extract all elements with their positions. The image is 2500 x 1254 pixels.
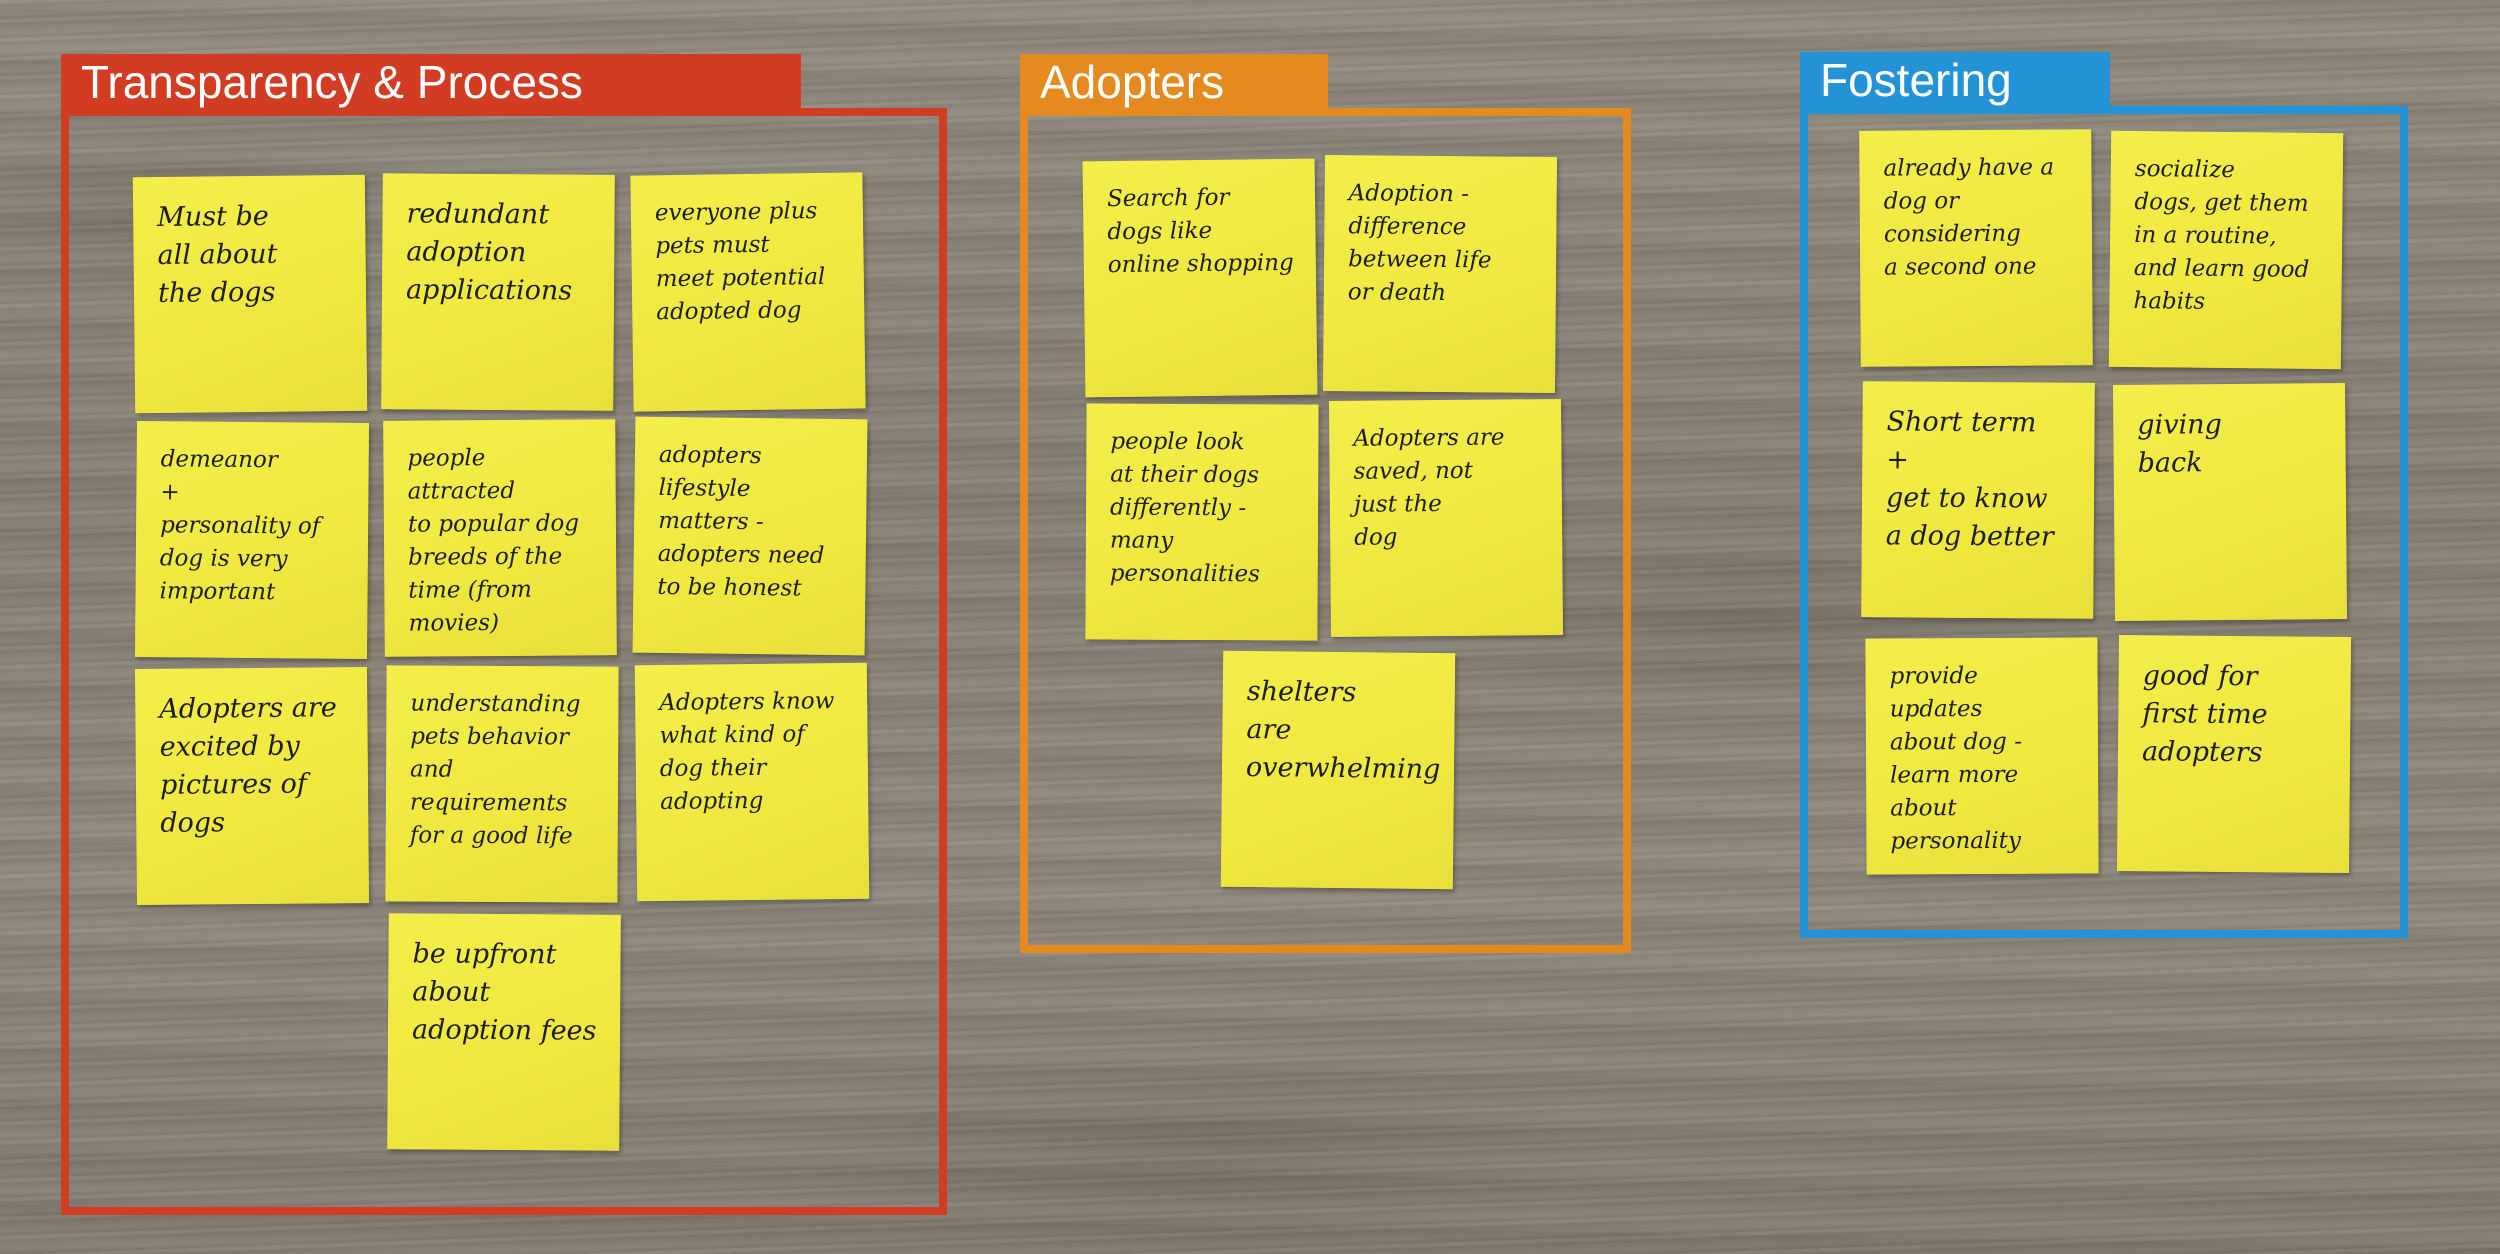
sticky-note-text: good for first time adopters bbox=[2141, 660, 2268, 769]
sticky-note-text: Must be all about the dogs bbox=[157, 200, 278, 309]
group-label-fostering: Fostering bbox=[1800, 52, 2110, 114]
sticky-note-text: giving back bbox=[2137, 409, 2222, 479]
sticky-note: giving back bbox=[2112, 382, 2348, 622]
sticky-note: Adopters know what kind of dog their ado… bbox=[634, 662, 870, 902]
sticky-note: Must be all about the dogs bbox=[132, 174, 368, 414]
sticky-note: Adoption - difference between life or de… bbox=[1322, 154, 1558, 394]
sticky-note-text: Adoption - difference between life or de… bbox=[1347, 180, 1492, 307]
sticky-note-text: provide updates about dog - learn more a… bbox=[1889, 663, 2023, 855]
sticky-note-text: demeanor + personality of dog is very im… bbox=[159, 446, 321, 606]
sticky-note: Search for dogs like online shopping bbox=[1082, 158, 1318, 398]
sticky-note: demeanor + personality of dog is very im… bbox=[134, 420, 370, 660]
sticky-note-text: understanding pets behavior and requirem… bbox=[409, 690, 581, 850]
sticky-note: people attracted to popular dog breeds o… bbox=[383, 419, 617, 657]
sticky-note-text: redundant adoption applications bbox=[405, 198, 573, 307]
group-label-adopters: Adopters bbox=[1020, 54, 1328, 116]
sticky-note-text: adopters lifestyle matters - adopters ne… bbox=[657, 441, 825, 602]
sticky-note: Short term + get to know a dog better bbox=[1861, 381, 2095, 619]
sticky-note: provide updates about dog - learn more a… bbox=[1865, 637, 2099, 875]
sticky-note: adopters lifestyle matters - adopters ne… bbox=[632, 416, 868, 656]
sticky-note: understanding pets behavior and requirem… bbox=[385, 665, 619, 903]
sticky-note: socialize dogs, get them in a routine, a… bbox=[2108, 130, 2344, 370]
sticky-note: Adopters are saved, not just the dog bbox=[1328, 398, 1564, 638]
sticky-note: be upfront about adoption fees bbox=[387, 913, 621, 1151]
sticky-note-text: people attracted to popular dog breeds o… bbox=[407, 445, 580, 637]
sticky-note-text: socialize dogs, get them in a routine, a… bbox=[2133, 156, 2310, 315]
sticky-note: shelters are overwhelming bbox=[1220, 650, 1456, 890]
sticky-note: good for first time adopters bbox=[2116, 634, 2352, 874]
sticky-note-text: Search for dogs like online shopping bbox=[1106, 184, 1294, 279]
sticky-note-text: people look at their dogs differently - … bbox=[1109, 428, 1261, 588]
sticky-note-text: Adopters know what kind of dog their ado… bbox=[659, 688, 835, 815]
sticky-note-text: Short term + get to know a dog better bbox=[1885, 406, 2054, 553]
sticky-note-text: shelters are overwhelming bbox=[1245, 676, 1441, 786]
sticky-note-text: be upfront about adoption fees bbox=[411, 938, 597, 1047]
sticky-note-text: Adopters are excited by pictures of dogs bbox=[159, 692, 337, 839]
sticky-note: people look at their dogs differently - … bbox=[1085, 403, 1319, 641]
group-label-transparency-process: Transparency & Process bbox=[61, 54, 801, 116]
sticky-note-text: Adopters are saved, not just the dog bbox=[1353, 424, 1505, 551]
sticky-note: redundant adoption applications bbox=[381, 173, 615, 411]
sticky-note: everyone plus pets must meet potential a… bbox=[630, 172, 866, 412]
sticky-note: Adopters are excited by pictures of dogs bbox=[134, 666, 370, 906]
sticky-note-text: already have a dog or considering a seco… bbox=[1883, 154, 2055, 281]
sticky-note-text: everyone plus pets must meet potential a… bbox=[654, 198, 826, 326]
sticky-note: already have a dog or considering a seco… bbox=[1859, 129, 2093, 367]
